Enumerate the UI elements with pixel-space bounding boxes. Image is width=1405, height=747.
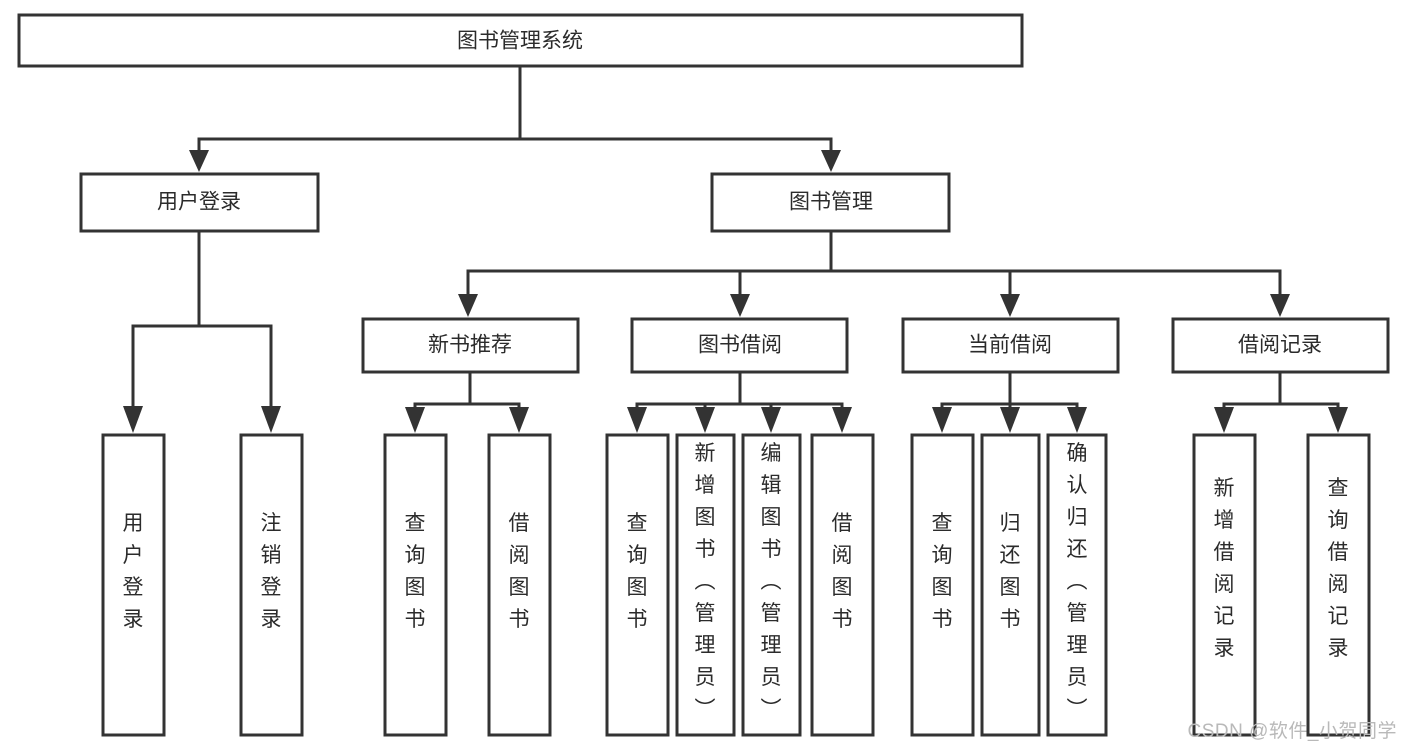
leaf-label-borrow-book: 借阅图书: [509, 512, 530, 631]
connector-bookborrow-to-leaves: [627, 370, 852, 433]
node-label-user-login: 用户登录: [157, 191, 241, 214]
arrow-head-icon: [458, 294, 478, 317]
arrow-head-icon: [761, 407, 781, 433]
connector-currentborrow-to-leaves: [932, 370, 1087, 433]
leaf-node[interactable]: [675, 433, 736, 737]
node-new-book-recommend[interactable]: 新书推荐: [361, 317, 580, 374]
node-label-book-management: 图书管理: [789, 191, 873, 214]
arrow-head-icon: [1270, 294, 1290, 317]
connector-bookmgmt-to-level3: [458, 229, 1290, 317]
node-borrow-record[interactable]: 借阅记录: [1171, 317, 1390, 374]
leaf-label-query-borrow-record: 查询借阅记录: [1328, 477, 1349, 660]
arrow-head-icon: [405, 407, 425, 433]
leaf-node[interactable]: [605, 433, 670, 737]
arrow-head-icon: [695, 407, 715, 433]
connector-newbook-to-leaves: [405, 370, 529, 433]
leaf-label-add-book-admin: 新增图书︵管理员︶: [695, 442, 716, 721]
leaf-label-edit-book-admin: 编辑图书︵管理员︶: [761, 442, 782, 721]
node-book-management[interactable]: 图书管理: [710, 172, 951, 233]
arrow-head-icon: [730, 294, 750, 317]
arrow-head-icon: [123, 406, 143, 433]
leaf-label-borrow-book: 借阅图书: [832, 512, 853, 631]
leaf-node[interactable]: [487, 433, 552, 737]
leaf-label-query-book: 查询图书: [405, 512, 426, 631]
leaf-label-query-book: 查询图书: [932, 512, 953, 631]
arrow-head-icon: [627, 407, 647, 433]
leaf-label-user-login: 用户登录: [123, 512, 144, 631]
leaf-node[interactable]: [239, 433, 304, 737]
arrow-head-icon: [832, 407, 852, 433]
leaf-node[interactable]: [101, 433, 166, 737]
leaf-label-logout: 注销登录: [261, 512, 282, 631]
node-current-borrow[interactable]: 当前借阅: [901, 317, 1120, 374]
connector-root-to-level2: [189, 64, 841, 172]
leaf-node[interactable]: [910, 433, 975, 737]
arrow-head-icon: [932, 407, 952, 433]
arrow-head-icon: [189, 150, 209, 172]
node-label-new-book-recommend: 新书推荐: [428, 334, 512, 357]
leaf-label-add-borrow-record: 新增借阅记录: [1214, 477, 1235, 660]
leaf-node[interactable]: [741, 433, 802, 737]
node-book-borrow[interactable]: 图书借阅: [630, 317, 849, 374]
leaf-label-query-book: 查询图书: [627, 512, 648, 631]
leaf-node[interactable]: [980, 433, 1041, 737]
arrow-head-icon: [821, 150, 841, 172]
arrow-head-icon: [1328, 407, 1348, 433]
leaf-label-return-book: 归还图书: [1000, 512, 1021, 631]
node-user-login[interactable]: 用户登录: [79, 172, 320, 233]
leaf-label-confirm-return-admin: 确认归还︵管理员︶: [1067, 442, 1088, 721]
leaf-node[interactable]: [1192, 433, 1257, 737]
arrow-head-icon: [1000, 407, 1020, 433]
arrow-head-icon: [1000, 294, 1020, 317]
node-label-current-borrow: 当前借阅: [968, 334, 1052, 357]
connector-userlogin-to-leaves: [123, 229, 281, 433]
arrow-head-icon: [1214, 407, 1234, 433]
node-label-borrow-record: 借阅记录: [1238, 334, 1322, 357]
leaf-node[interactable]: [383, 433, 448, 737]
connector-borrowrecord-to-leaves: [1214, 370, 1348, 433]
node-label-root: 图书管理系统: [457, 30, 583, 53]
leaf-node[interactable]: [1306, 433, 1371, 737]
node-root-system[interactable]: 图书管理系统: [17, 13, 1024, 68]
arrow-head-icon: [261, 406, 281, 433]
arrow-head-icon: [1067, 407, 1087, 433]
leaf-node[interactable]: [1046, 433, 1108, 737]
arrow-head-icon: [509, 407, 529, 433]
leaf-node[interactable]: [810, 433, 875, 737]
node-label-book-borrow: 图书借阅: [698, 334, 782, 357]
